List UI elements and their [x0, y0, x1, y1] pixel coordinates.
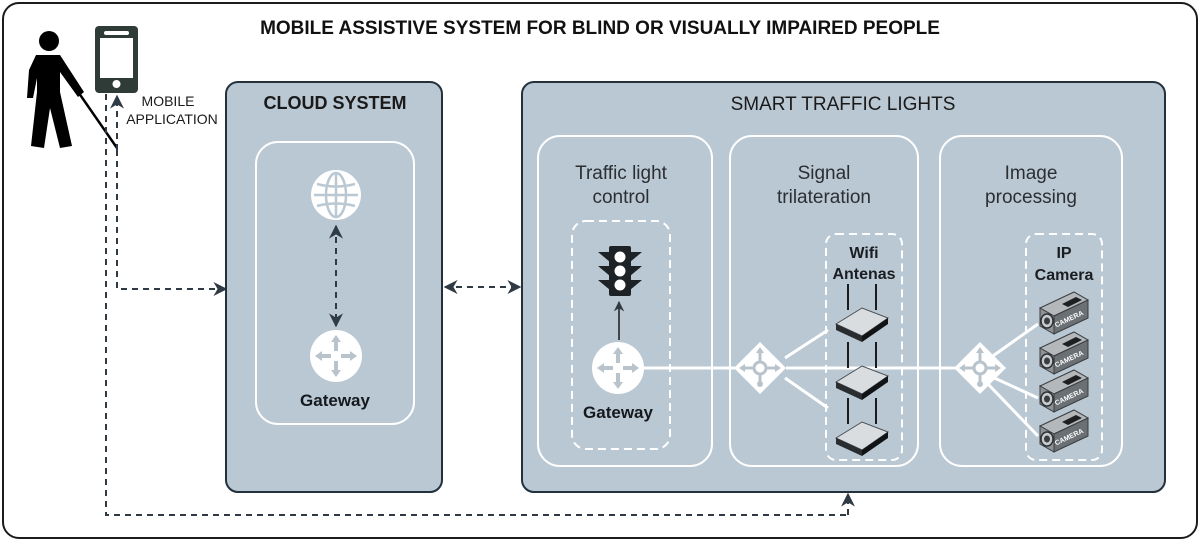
ip-camera-group-box	[1025, 233, 1103, 461]
wifi-group-label-line2: Antenas	[832, 266, 895, 283]
section-1-title-line1: Traffic light	[575, 163, 668, 184]
section-1-title-line2: control	[592, 187, 649, 208]
camera-group-label-line2: Camera	[1035, 267, 1094, 284]
section-3-title-line1: Image	[1005, 163, 1058, 184]
mobile-label-line2: APPLICATION	[126, 111, 218, 127]
smart-traffic-lights-title: SMART TRAFFIC LIGHTS	[731, 94, 956, 115]
traffic-gateway-label: Gateway	[583, 403, 653, 422]
section-signal-trilateration: Signal trilateration Wifi Antenas	[729, 135, 919, 467]
camera-group-label-line1: IP	[1056, 245, 1071, 262]
blind-person-icon	[27, 31, 119, 149]
connector-phone-to-traffic-lights	[105, 94, 848, 516]
link-switch-to-camera-3	[989, 374, 1039, 400]
smartphone-icon	[95, 26, 138, 93]
cloud-inner-group	[255, 141, 415, 425]
link-switch-to-camera-4	[984, 380, 1040, 438]
traffic-light-icon	[598, 246, 642, 296]
connector-phone-to-cloud	[116, 150, 228, 296]
traffic-gateway-router-icon	[590, 340, 646, 396]
cloud-gateway-router-icon	[308, 328, 364, 384]
section-image-processing: Image processing IP Camera	[939, 135, 1123, 467]
cloud-system-panel: CLOUD SYSTEM Gateway	[225, 81, 443, 493]
section-2-title-line1: Signal	[798, 163, 851, 184]
globe-icon	[311, 170, 361, 220]
mobile-label-line1: MOBILE	[142, 93, 195, 109]
wifi-antenas-group-box	[825, 233, 903, 461]
smart-traffic-lights-panel: SMART TRAFFIC LIGHTS Traffic light contr…	[521, 81, 1166, 493]
wifi-group-label-line1: Wifi	[849, 245, 878, 262]
section-3-title-line2: processing	[985, 187, 1077, 208]
section-2-title-line2: trilateration	[777, 187, 871, 208]
link-switch-to-antenna-1	[784, 328, 829, 360]
cloud-gateway-label: Gateway	[300, 391, 370, 410]
link-switch-to-camera-1	[989, 322, 1039, 360]
diagram-title: MOBILE ASSISTIVE SYSTEM FOR BLIND OR VIS…	[260, 18, 940, 39]
cloud-system-title: CLOUD SYSTEM	[263, 93, 406, 113]
section-traffic-light-control: Traffic light control Gateway	[537, 135, 713, 467]
link-switch-to-antenna-3	[784, 376, 829, 410]
